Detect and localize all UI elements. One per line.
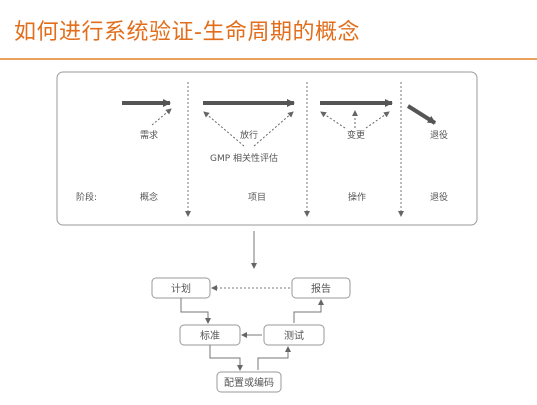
config-label: 配置或编码 — [224, 376, 274, 389]
standard-to-config-arrow — [209, 345, 243, 371]
title-underline — [0, 58, 537, 60]
test-to-report-arrow — [293, 299, 324, 323]
phase-operation: 操作 — [348, 191, 366, 203]
requirement-pointer — [151, 108, 172, 126]
page-title: 如何进行系统验证-生命周期的概念 — [14, 20, 360, 45]
config-to-test-arrow — [257, 346, 291, 370]
gmp-pointer-right — [253, 111, 294, 147]
config-box — [216, 371, 282, 393]
activity-change: 变更 — [347, 129, 365, 141]
standard-label: 标准 — [200, 330, 220, 342]
plan-to-standard-arrow — [180, 298, 211, 324]
gmp-note: GMP 相关性评估 — [210, 152, 278, 164]
test-box — [263, 324, 325, 346]
report-box — [291, 277, 351, 299]
change-pointer-left — [320, 111, 346, 129]
test-label: 测试 — [284, 329, 304, 342]
plan-label: 计划 — [171, 282, 191, 295]
phase-project: 项目 — [248, 192, 266, 203]
lifecycle-frame — [56, 71, 478, 226]
phase-retirement: 退役 — [430, 191, 448, 203]
change-pointer-right — [365, 111, 390, 129]
phase-label: 阶段: — [76, 191, 97, 203]
gmp-pointer-left — [203, 111, 245, 147]
activity-retirement: 退役 — [430, 129, 448, 141]
report-label: 报告 — [311, 282, 331, 295]
activity-release: 放行 — [240, 129, 258, 141]
phase-concept: 概念 — [140, 191, 158, 203]
retirement-arrow — [406, 104, 437, 125]
activity-requirement: 需求 — [140, 129, 158, 141]
